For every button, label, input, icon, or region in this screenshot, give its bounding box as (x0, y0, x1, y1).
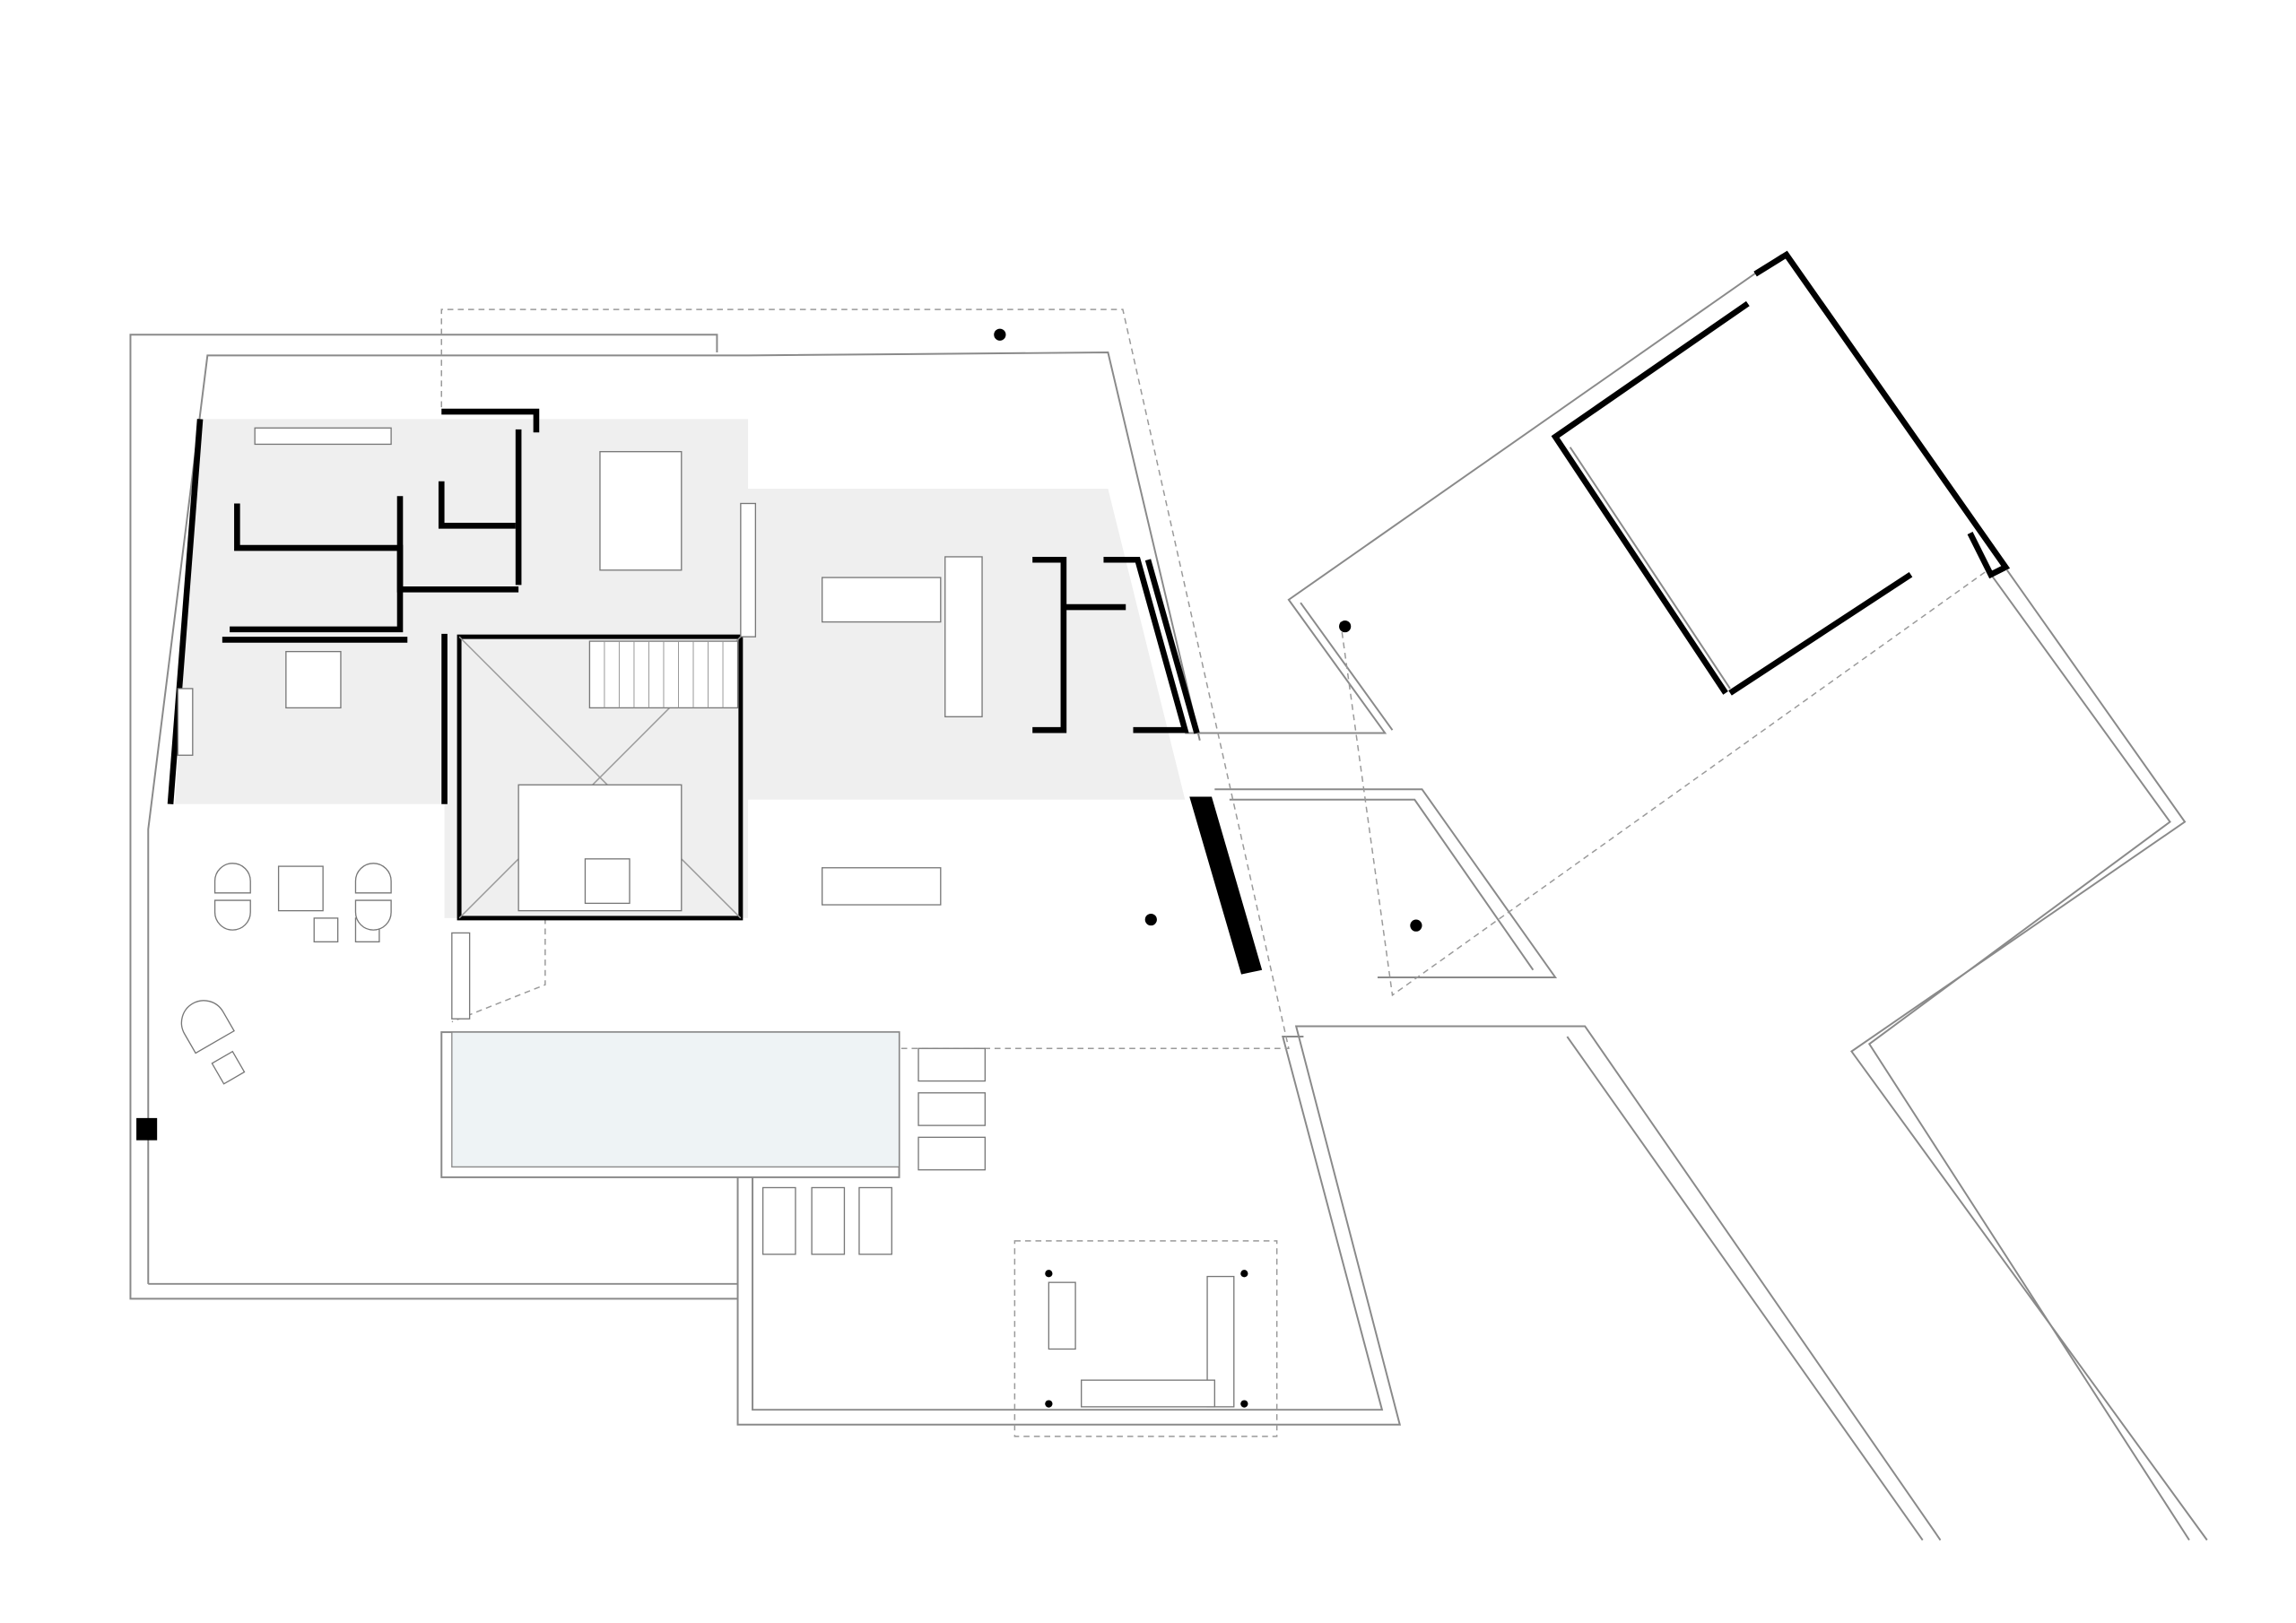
walls (136, 408, 1263, 1141)
pool (440, 1031, 900, 1178)
site-boundary-right (1185, 254, 2208, 1541)
pergola-lounge (1048, 1275, 1235, 1408)
sun-loungers (761, 1047, 986, 1255)
staircase (588, 640, 739, 709)
terrace-furniture (180, 863, 942, 1085)
furniture (177, 427, 983, 756)
columns (994, 328, 1422, 1408)
site-boundary-left (129, 334, 1201, 1300)
site-boundary-lower (736, 1025, 1942, 1541)
garage (1551, 250, 2011, 696)
roof-outline (440, 308, 1988, 1437)
